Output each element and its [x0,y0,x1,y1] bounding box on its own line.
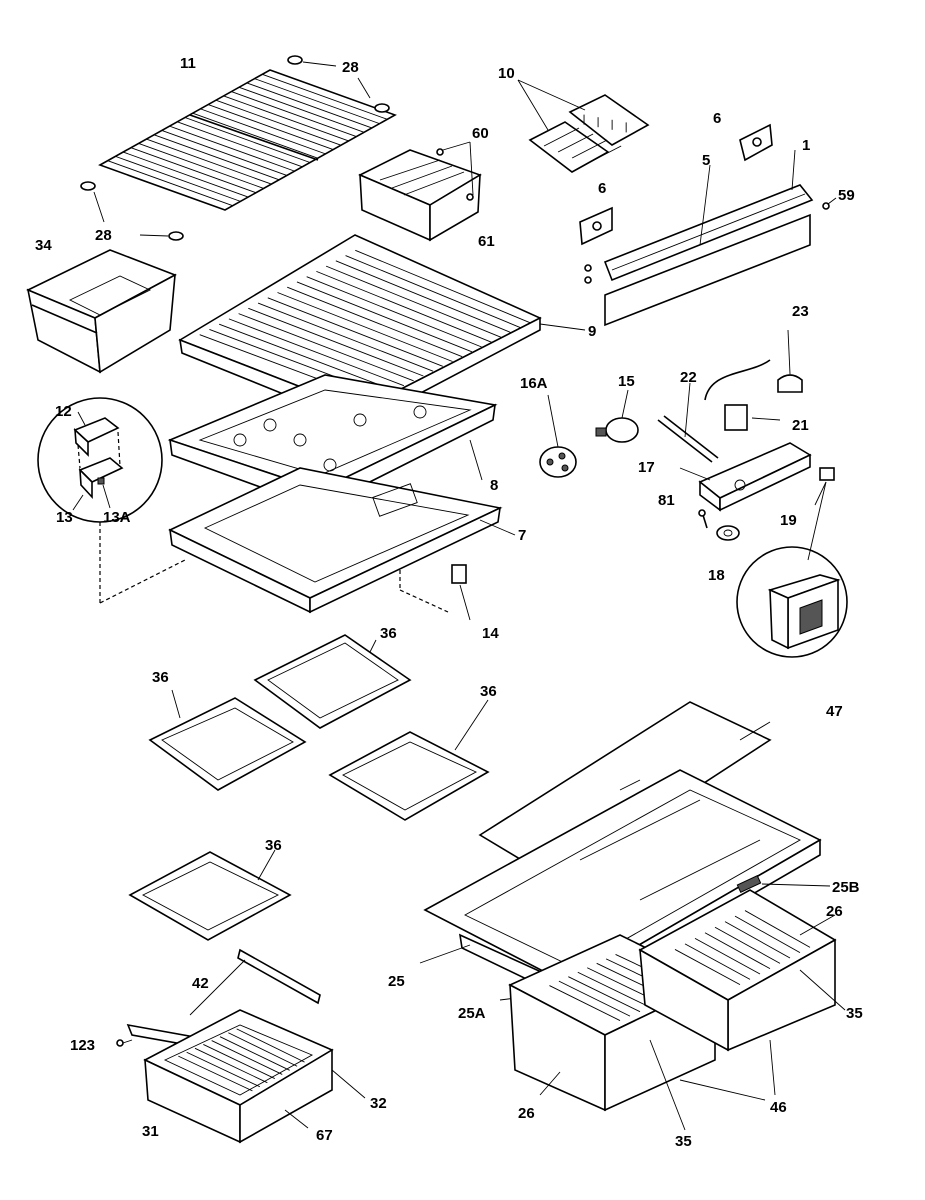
label-14: 14 [482,625,499,642]
label-26-left: 26 [518,1105,535,1122]
label-31: 31 [142,1123,159,1140]
label-67: 67 [316,1127,333,1144]
label-18: 18 [708,567,725,584]
label-22: 22 [680,369,697,386]
glass-shelf-36-top [253,634,412,729]
tray-61 [358,141,482,242]
part-labels: 11 28 10 60 6 5 1 6 59 28 61 34 23 9 16A… [35,55,863,1150]
grommet-18 [716,525,740,541]
label-6-mid: 6 [598,180,606,197]
glass-shelf-36-lower [128,849,292,941]
label-25: 25 [388,973,405,990]
label-5: 5 [702,152,710,169]
label-35-right: 35 [846,1005,863,1022]
label-42: 42 [192,975,209,992]
label-46: 46 [770,1099,787,1116]
label-26-right: 26 [826,903,843,920]
label-11: 11 [180,55,196,72]
label-21: 21 [792,417,809,434]
socket-16a [539,394,577,478]
label-12: 12 [55,403,72,420]
detail-circle-19 [736,546,848,658]
glass-shelf-36-right [328,699,490,821]
ice-trays-10 [517,79,650,173]
label-6-top: 6 [713,110,721,127]
label-8: 8 [490,477,498,494]
label-17: 17 [638,459,655,476]
label-36-top: 36 [380,625,397,642]
screw-81 [698,509,708,529]
label-15: 15 [618,373,635,390]
switch-14 [399,564,471,621]
detail-circle-12-13 [37,397,186,604]
shelf-clips-28 [80,55,390,241]
label-32: 32 [370,1095,387,1112]
drawer-26-right [638,889,846,1052]
drawer-leaders-46 [679,1039,776,1101]
bin-34 [26,249,177,374]
label-13: 13 [56,509,73,526]
grille-cover-9 [178,234,586,427]
label-28-left: 28 [95,227,112,244]
label-34: 34 [35,237,52,254]
switch-19 [807,467,835,561]
label-61: 61 [478,233,495,250]
label-36-lower: 36 [265,837,282,854]
label-25b: 25B [832,879,860,896]
label-1: 1 [802,137,810,154]
pan-7 [168,467,516,614]
label-36-right: 36 [480,683,497,700]
label-36-left: 36 [152,669,169,686]
label-13a: 13A [103,509,131,526]
label-16a: 16A [520,375,548,392]
label-123: 123 [70,1037,95,1054]
wire-shelf-11 [98,69,397,211]
rail-assembly-1-5-6 [579,123,837,327]
label-47: 47 [826,703,843,720]
label-10: 10 [498,65,515,82]
label-23: 23 [792,303,809,320]
label-19: 19 [780,512,797,529]
label-81: 81 [658,492,675,509]
bulb-15 [595,389,639,443]
rail-42 [189,948,321,1016]
crisper-drawer-31-32-67 [143,1009,366,1144]
glass-shelf-36-left [148,689,307,791]
label-7: 7 [518,527,526,544]
rod-22 [657,382,719,463]
label-60: 60 [472,125,489,142]
label-28-top: 28 [342,59,359,76]
label-9: 9 [588,323,596,340]
label-35-left: 35 [675,1133,692,1150]
thermostat-23-21 [704,329,803,431]
housing-17 [679,442,812,512]
label-59: 59 [838,187,855,204]
label-25a: 25A [458,1005,486,1022]
